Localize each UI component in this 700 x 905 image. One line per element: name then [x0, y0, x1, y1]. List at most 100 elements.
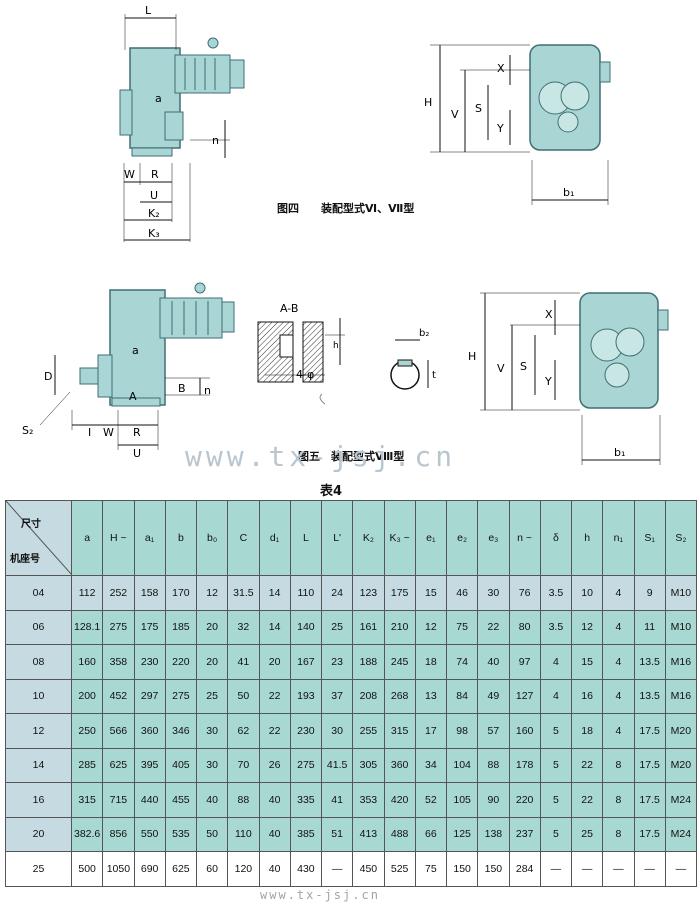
table-cell: 128.1	[70, 609, 104, 645]
table-cell: 34	[414, 747, 448, 783]
fig5-dim-W: W	[103, 426, 114, 439]
table-cell: 175	[133, 609, 166, 645]
table-cell: 25	[570, 816, 604, 852]
table-cell: 49	[477, 678, 510, 714]
column-header: L'	[320, 500, 354, 576]
fig4-dim-K2: K₂	[148, 207, 160, 220]
table-cell: —	[633, 851, 666, 887]
table-cell: 120	[227, 851, 260, 887]
table-cell: 8	[602, 747, 635, 783]
table-cell: 208	[352, 678, 385, 714]
table-cell: 41	[227, 644, 260, 680]
table-cell: 37	[320, 678, 354, 714]
table-cell: 625	[164, 851, 198, 887]
table-cell: 360	[383, 747, 416, 783]
table-cell: 245	[383, 644, 416, 680]
table-cell: 22	[258, 678, 291, 714]
table-cell: 123	[352, 575, 385, 611]
fig4-side-view	[119, 14, 245, 242]
table-cell: 625	[102, 747, 135, 783]
table-cell: 30	[195, 747, 229, 783]
table-cell: 161	[352, 609, 385, 645]
fig5-dim-n: n	[204, 384, 211, 397]
table-cell: 23	[320, 644, 354, 680]
fig5-dim-B: B	[178, 382, 186, 395]
table-cell: 167	[289, 644, 323, 680]
table-cell: 110	[227, 816, 260, 852]
table-cell: M20	[664, 713, 698, 749]
table-cell: 297	[133, 678, 166, 714]
table-corner-cell: 尺寸 机座号	[5, 500, 72, 576]
fig4-dim-K3: K₃	[148, 227, 160, 240]
table-cell: 40	[258, 851, 291, 887]
table-cell: 75	[414, 851, 448, 887]
fig5-side-view	[39, 282, 235, 450]
table-cell: 31.5	[227, 575, 260, 611]
table-cell: 76	[508, 575, 541, 611]
table-cell: 3.5	[539, 575, 573, 611]
table-cell: 395	[133, 747, 166, 783]
table-cell: 150	[477, 851, 510, 887]
figure4-caption: 图四 装配型式Ⅵ、Ⅶ型	[277, 202, 415, 215]
table-cell: 17.5	[633, 782, 666, 818]
table-cell: 112	[70, 575, 104, 611]
table-cell: 220	[164, 644, 198, 680]
table-cell: 382.6	[70, 816, 104, 852]
table-cell: 60	[195, 851, 229, 887]
table-cell: 178	[508, 747, 541, 783]
fig4-dim-L: L	[145, 4, 152, 17]
fig5-dim-Y: Y	[544, 375, 552, 388]
column-header: S₁	[633, 500, 666, 576]
table-cell: M24	[664, 782, 698, 818]
table-cell: 30	[477, 575, 510, 611]
table-cell: 3.5	[539, 609, 573, 645]
fig5-dim-a: a	[132, 344, 139, 357]
table-cell: 500	[70, 851, 104, 887]
column-header: K₂	[352, 500, 385, 576]
column-header: e₁	[414, 500, 448, 576]
table-cell: 66	[414, 816, 448, 852]
figure5-caption: 图五 装配型式Ⅷ型	[298, 450, 405, 463]
table-cell: 10	[570, 575, 604, 611]
table-cell: 5	[539, 816, 573, 852]
table-cell: 4	[539, 678, 573, 714]
table-cell: 566	[102, 713, 135, 749]
fig4-dim-H: H	[424, 96, 432, 109]
column-header: e₂	[445, 500, 479, 576]
table-cell: 138	[477, 816, 510, 852]
fig4-dim-a: a	[155, 92, 162, 105]
column-header: K₃ ~	[383, 500, 416, 576]
column-header: H ~	[102, 500, 135, 576]
table-cell: 285	[70, 747, 104, 783]
fig4-dim-U: U	[150, 189, 158, 202]
table-cell: 22	[477, 609, 510, 645]
corner-diagonal	[6, 501, 72, 575]
fig5-dim-U: U	[133, 447, 141, 460]
table-cell: 40	[258, 782, 291, 818]
table-cell: 40	[477, 644, 510, 680]
table-cell: 46	[445, 575, 479, 611]
table-cell: 315	[70, 782, 104, 818]
section-label: A-B	[280, 302, 298, 315]
table-cell: 12	[414, 609, 448, 645]
table-cell: 50	[227, 678, 260, 714]
corner-label-size: 尺寸	[21, 519, 41, 530]
table-cell: 125	[445, 816, 479, 852]
section-dim-h: h	[333, 341, 339, 351]
table-cell: 193	[289, 678, 323, 714]
table-cell: 488	[383, 816, 416, 852]
column-header: L	[289, 500, 323, 576]
table-cell: 275	[164, 678, 198, 714]
table-cell: 70	[227, 747, 260, 783]
table-cell: 200	[70, 678, 104, 714]
table-cell: —	[539, 851, 573, 887]
table-cell: 455	[164, 782, 198, 818]
table-cell: 8	[602, 816, 635, 852]
fig5-dim-X: X	[545, 308, 553, 321]
table-cell: 17	[414, 713, 448, 749]
fig4-dim-R: R	[151, 168, 159, 181]
